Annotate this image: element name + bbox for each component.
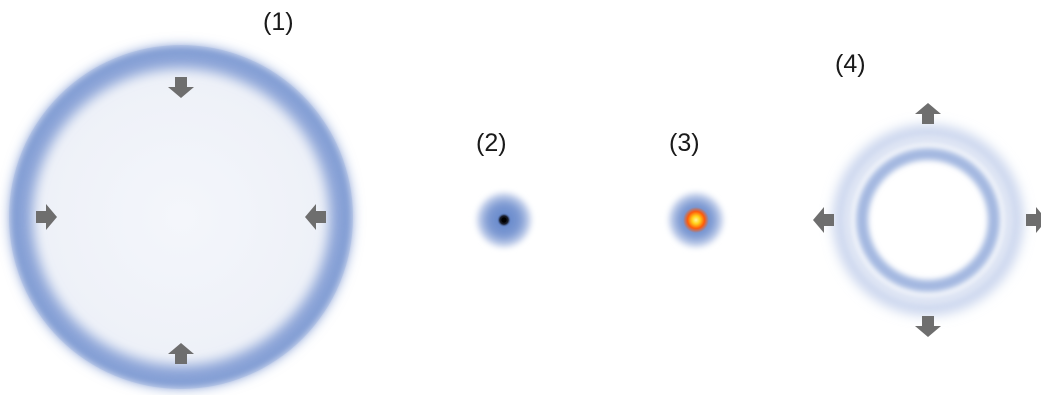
arrow-up-icon [168,343,194,364]
arrow-down-icon [915,316,941,337]
panel-4-expanding-rings [833,125,1023,315]
panel-1-arrows [36,77,326,364]
panel-3-core [683,207,709,233]
panel-4-outer-ring [833,125,1023,315]
panel-1-converging-ring [9,45,353,389]
arrow-up-icon [915,103,941,124]
panel-3-hot-point [666,190,726,250]
label-panel-3: (3) [669,129,700,157]
arrow-right-icon [36,204,57,230]
label-panel-4: (4) [835,50,866,78]
panel-1-disk [9,45,353,389]
arrow-right-icon [1026,207,1041,233]
panel-2-collapsed-point [474,190,534,250]
panel-1-ring [10,46,352,388]
panel-4-arrows [813,103,1041,337]
arrow-left-icon [813,207,834,233]
label-panel-2: (2) [476,129,507,157]
panel-4-inner-ring [856,148,1000,292]
arrow-down-icon [168,77,194,98]
arrow-left-icon [305,204,326,230]
label-panel-1: (1) [263,8,294,36]
